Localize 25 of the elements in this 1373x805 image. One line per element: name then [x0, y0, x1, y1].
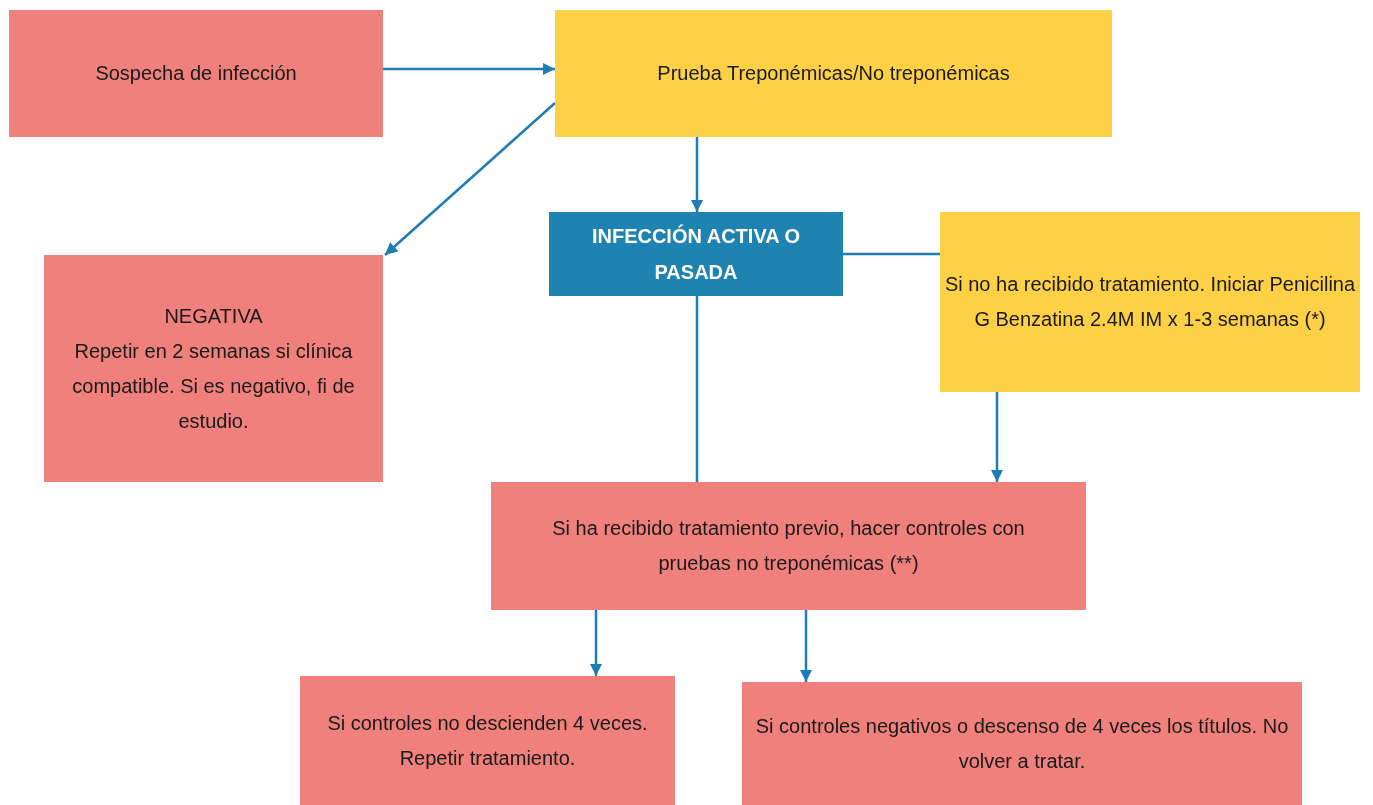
- arrow: [589, 610, 603, 676]
- box-text: Repetir en 2 semanas si clínica compatible. Si es negativo, fi de estudio.: [71, 338, 356, 434]
- arrow: [799, 610, 813, 682]
- process-box: [300, 676, 675, 805]
- process-box: [9, 10, 383, 137]
- arrow: [690, 137, 704, 212]
- process-box: [940, 212, 1360, 392]
- box-text: Si no ha recibido tratamiento. Iniciar Penicilina G Benzatina 2.4M IM x 1-3 semanas (*): [944, 272, 1356, 332]
- process-box: [742, 682, 1302, 805]
- process-box: [555, 10, 1112, 137]
- arrow: [383, 62, 555, 76]
- connector-line: [695, 296, 699, 482]
- process-box: [44, 255, 383, 482]
- process-box: [491, 482, 1086, 610]
- result-box: [549, 212, 843, 296]
- box-text: Si controles no descienden 4 veces. Repetir tratamiento.: [326, 710, 649, 771]
- arrow: [990, 392, 1004, 482]
- box-text: Prueba Treponémicas/No treponémicas: [657, 61, 1010, 86]
- arrow: [384, 102, 556, 256]
- box-text: Si controles negativos o descenso de 4 veces los títulos. No volver a tratar.: [754, 713, 1290, 774]
- box-text: Si ha recibido tratamiento previo, hacer controles con pruebas no treponémicas (**): [551, 516, 1026, 576]
- connector-line: [843, 252, 940, 256]
- box-text: INFECCIÓN ACTIVA O PASADA: [590, 223, 802, 285]
- box-text: Sospecha de infección: [95, 61, 297, 86]
- box-heading: NEGATIVA: [164, 303, 263, 329]
